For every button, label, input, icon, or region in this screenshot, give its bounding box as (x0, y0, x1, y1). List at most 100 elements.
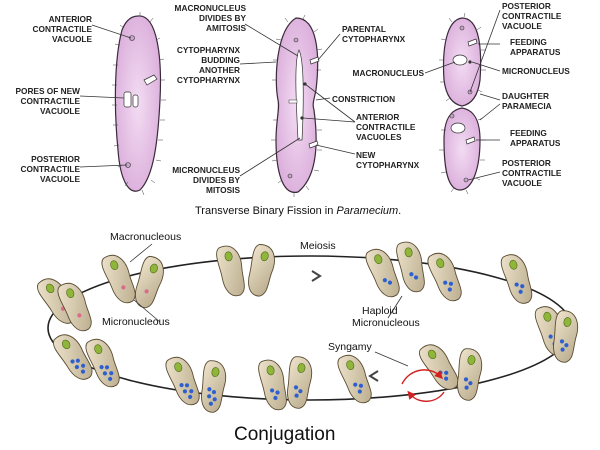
micronucleus-dot (184, 383, 190, 388)
micronucleus-dot (409, 272, 414, 277)
macronucleus-dot (66, 288, 75, 298)
micronucleus-dot (121, 285, 126, 290)
micronucleus-dot (74, 364, 80, 370)
label-micronucleus: MICRONUCLEUS (502, 66, 570, 76)
conjugation-cells (36, 241, 579, 413)
cell-body (57, 282, 92, 332)
cell-body (365, 248, 400, 298)
micronucleus-dot (293, 385, 299, 390)
cycle-arrow-bottom (368, 370, 379, 382)
micronucleus-dot (109, 371, 114, 376)
cell-body (248, 244, 275, 297)
cell-body (287, 356, 313, 409)
label-feeding-2: FEEDING (510, 128, 547, 138)
micronucleus-dot (358, 383, 364, 388)
micronucleus-dot (104, 365, 110, 370)
micronucleus-dot (208, 401, 213, 406)
micronucleus-dot (518, 289, 523, 294)
micronucleus-dot (273, 395, 278, 401)
conjugating-cell (216, 245, 245, 297)
conjugating-cell (85, 338, 120, 388)
conjugation-title: Conjugation (234, 424, 335, 445)
micronucleus-dot (75, 358, 80, 363)
micronucleus-dot (357, 389, 362, 394)
micronucleus-dot (548, 334, 553, 339)
micronucleus-dot (443, 280, 448, 285)
label-daughter: DAUGHTER (502, 91, 549, 101)
macronucleus-dot (149, 263, 158, 274)
cell-body (418, 344, 459, 390)
label-anterior-cvs: ANTERIOR (356, 112, 399, 122)
syngamy-arrows (401, 369, 445, 402)
conjugating-cell (201, 360, 227, 413)
macronucleus-dot (94, 344, 103, 354)
cycle-arrow-top (311, 270, 322, 282)
paramecium-cell-1 (112, 12, 166, 196)
conjugating-cell (418, 344, 459, 390)
micronucleus-dot (560, 347, 565, 352)
micronucleus-dot (413, 275, 419, 280)
fission-caption: Transverse Binary Fission in Paramecium. (195, 205, 401, 217)
micronucleus-dot (80, 369, 86, 374)
fission-leader-lines (79, 9, 501, 181)
conjugating-cell (365, 248, 400, 298)
micronucleus-dot (353, 382, 358, 387)
cell-body (101, 254, 136, 304)
conjugating-cell (52, 334, 93, 380)
micronucleus-dot (294, 393, 299, 398)
macronucleus-dot (61, 339, 71, 350)
micronucleus-dot (444, 376, 449, 381)
conjugation-panel: Macronucleous Meiosis Micronucleous Hapl… (36, 231, 579, 445)
micronucleus-dot (207, 394, 212, 399)
cell-body (457, 348, 483, 401)
macronucleus-dot (563, 317, 572, 327)
label-constriction: CONSTRICTION (332, 94, 395, 104)
micronucleus-dot (520, 284, 525, 289)
macronucleus-dot (110, 260, 119, 270)
svg-text:MACRONUCLEUS: MACRONUCLEUS (353, 68, 425, 78)
macronucleus-dot (174, 362, 183, 372)
cell-body (500, 254, 533, 304)
micronucleus-dot (212, 397, 217, 402)
conjugating-cell (457, 348, 483, 401)
macronucleus-dot (346, 360, 355, 370)
macronucleus-dot (260, 251, 269, 262)
paramecium-cell-3 (439, 12, 486, 195)
micronucleus-dot (207, 387, 212, 392)
micronucleus-dot (99, 365, 104, 370)
label-haploid: Haploid (362, 305, 398, 317)
cell-body (396, 241, 425, 293)
cell-body (427, 252, 462, 302)
macronucleus-dot (297, 363, 306, 373)
label-macronucleus: MACRONUCLEUS (353, 68, 425, 78)
cell-body (216, 245, 245, 297)
label-macronucleous: Macronucleous (110, 231, 181, 243)
conjugation-leader-lines (129, 243, 409, 367)
label-parental-cyto: PARENTAL (342, 24, 386, 34)
conjugating-cell (427, 252, 462, 302)
micronucleus-dot (514, 282, 519, 287)
label-macro-amitosis: MACRONUCLEUS (175, 3, 247, 13)
macronucleus-dot (224, 251, 233, 262)
micronucleus-dot (463, 377, 469, 382)
micronucleus-dot (179, 383, 184, 388)
conjugating-cell (396, 241, 425, 293)
macronucleus-dot (509, 259, 518, 270)
label-feeding-1: FEEDING (510, 37, 547, 47)
micronucleus-dot (564, 343, 569, 348)
micronucleus-dot (108, 376, 113, 382)
micronucleus-dot (189, 389, 194, 394)
